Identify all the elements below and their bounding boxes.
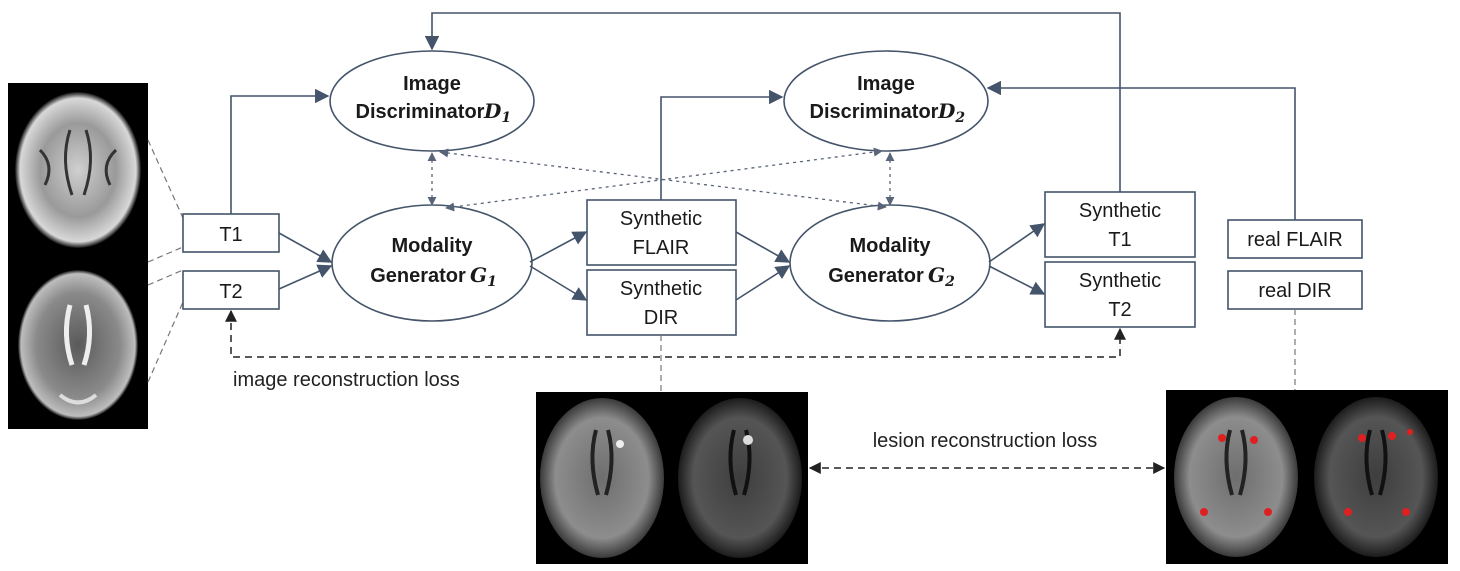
image-reconstruction-loss-label: image reconstruction loss bbox=[233, 369, 460, 391]
svg-text:T2: T2 bbox=[1108, 299, 1131, 321]
t1-input-box: T1 bbox=[182, 213, 280, 253]
real-lesion-images bbox=[1166, 390, 1448, 564]
svg-text:Generator: Generator bbox=[370, 265, 466, 287]
image-reconstruction-loss: image reconstruction loss bbox=[225, 309, 1126, 391]
t2-input-box: T2 bbox=[182, 270, 280, 310]
svg-text:T1: T1 bbox=[1108, 229, 1131, 251]
svg-text:G2: G2 bbox=[928, 263, 955, 290]
svg-text:Synthetic: Synthetic bbox=[1079, 270, 1161, 292]
synthetic-flair-box: Synthetic FLAIR bbox=[586, 199, 737, 266]
svg-text:Modality: Modality bbox=[391, 235, 473, 257]
svg-text:D1: D1 bbox=[483, 99, 511, 126]
real-flair-image bbox=[1174, 397, 1298, 557]
lesion-reconstruction-loss-label: lesion reconstruction loss bbox=[873, 430, 1098, 452]
image-discriminator-d1: Image Discriminator D1 bbox=[329, 50, 535, 152]
modality-generator-g2: Modality Generator G2 bbox=[789, 204, 991, 322]
svg-text:FLAIR: FLAIR bbox=[633, 237, 690, 259]
synthetic-t2-box: Synthetic T2 bbox=[1044, 261, 1196, 328]
svg-text:D2: D2 bbox=[937, 99, 965, 126]
svg-text:Discriminator: Discriminator bbox=[356, 101, 485, 123]
svg-text:Synthetic: Synthetic bbox=[620, 208, 702, 230]
svg-text:Discriminator: Discriminator bbox=[810, 101, 939, 123]
real-flair-box: real FLAIR bbox=[1227, 219, 1363, 259]
svg-text:real DIR: real DIR bbox=[1258, 280, 1331, 302]
real-dir-image bbox=[1314, 397, 1438, 557]
input-mri-panel bbox=[8, 83, 148, 429]
synthetic-flair-image bbox=[540, 398, 664, 558]
synthetic-dir-box: Synthetic DIR bbox=[586, 269, 737, 336]
t1-label: T1 bbox=[219, 224, 242, 246]
image-discriminator-d2: Image Discriminator D2 bbox=[783, 50, 989, 152]
synthetic-t1-box: Synthetic T1 bbox=[1044, 191, 1196, 258]
synthetic-output-images bbox=[536, 392, 808, 564]
svg-text:Image: Image bbox=[857, 73, 915, 95]
synthetic-dir-image bbox=[678, 398, 802, 558]
t1-brain-image bbox=[15, 92, 141, 248]
svg-text:Modality: Modality bbox=[849, 235, 931, 257]
t2-brain-image bbox=[18, 270, 138, 420]
svg-text:Synthetic: Synthetic bbox=[620, 278, 702, 300]
adversarial-links bbox=[427, 147, 895, 212]
svg-text:Synthetic: Synthetic bbox=[1079, 200, 1161, 222]
svg-text:real FLAIR: real FLAIR bbox=[1247, 229, 1343, 251]
real-dir-box: real DIR bbox=[1227, 270, 1363, 310]
modality-generator-g1: Modality Generator G1 bbox=[331, 204, 533, 322]
lesion-reconstruction-loss: lesion reconstruction loss bbox=[808, 430, 1166, 474]
svg-text:Generator: Generator bbox=[828, 265, 924, 287]
svg-text:Image: Image bbox=[403, 73, 461, 95]
svg-text:G1: G1 bbox=[470, 263, 497, 290]
svg-text:DIR: DIR bbox=[644, 307, 678, 329]
t2-label: T2 bbox=[219, 281, 242, 303]
